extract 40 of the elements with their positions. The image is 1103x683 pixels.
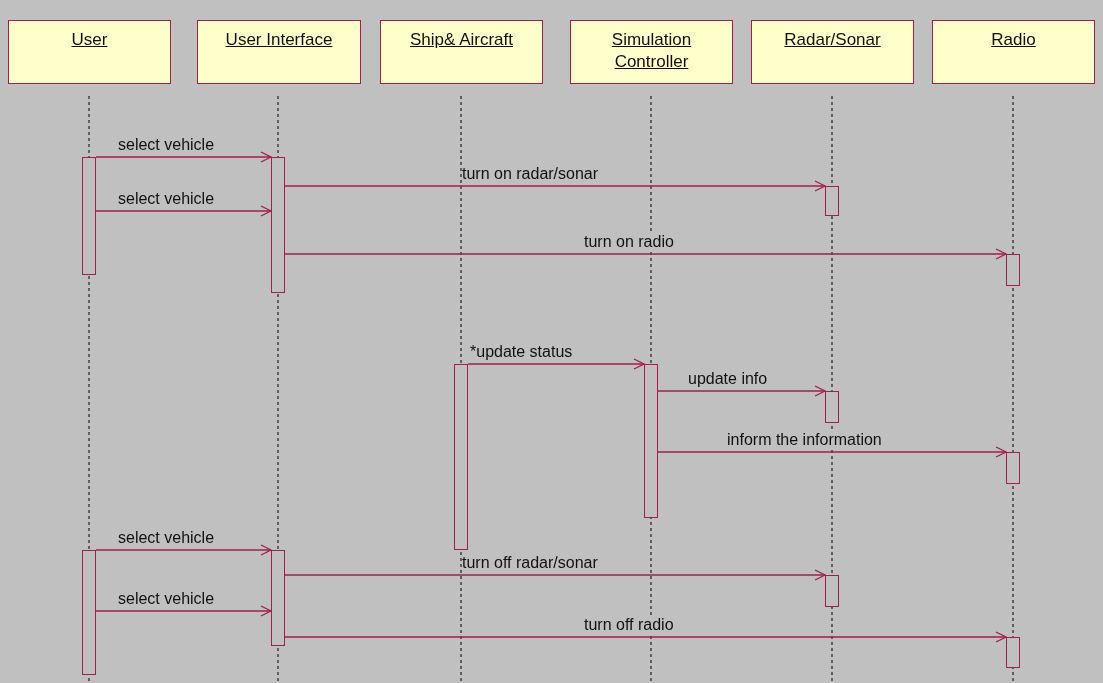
object-name: Simulation Controller <box>610 29 693 73</box>
object-name: Ship& Aircraft <box>410 29 513 51</box>
activation-bar <box>82 157 96 275</box>
message-label: turn off radio <box>584 616 674 634</box>
message-arrow <box>467 358 645 370</box>
lifeline-header-box <box>932 20 1095 84</box>
activation-bar <box>644 364 658 518</box>
activation-bar <box>271 157 285 293</box>
activation-bar <box>825 186 839 216</box>
object-name: User <box>71 29 108 51</box>
lifeline-header-box <box>380 20 543 84</box>
object-name: Radar/Sonar <box>784 29 881 51</box>
object-name: User Interface <box>225 29 333 51</box>
activation-bar <box>82 550 96 675</box>
message-arrow <box>95 605 272 617</box>
activation-bar <box>1006 254 1020 286</box>
activation-bar <box>825 575 839 607</box>
activation-bar <box>271 550 285 646</box>
message-arrow <box>95 544 272 556</box>
message-arrow <box>95 151 272 163</box>
message-arrow <box>657 446 1007 458</box>
message-label: *update status <box>470 343 573 361</box>
lifeline-header-box <box>8 20 171 84</box>
message-label: inform the information <box>727 431 882 449</box>
object-name: Radio <box>991 29 1036 51</box>
message-arrow <box>284 631 1007 643</box>
message-arrow <box>657 385 826 397</box>
message-arrow <box>284 180 826 192</box>
message-arrow <box>284 248 1007 260</box>
message-arrow <box>95 205 272 217</box>
lifeline-header-box <box>570 20 733 84</box>
activation-bar <box>825 391 839 423</box>
message-arrow <box>284 569 826 581</box>
activation-bar <box>1006 452 1020 484</box>
lifeline-header-box <box>197 20 361 84</box>
activation-bar <box>454 364 468 550</box>
message-label: update info <box>688 370 768 388</box>
activation-bar <box>1006 637 1020 668</box>
message-label: turn on radio <box>584 233 674 251</box>
lifeline-header-box <box>751 20 914 84</box>
